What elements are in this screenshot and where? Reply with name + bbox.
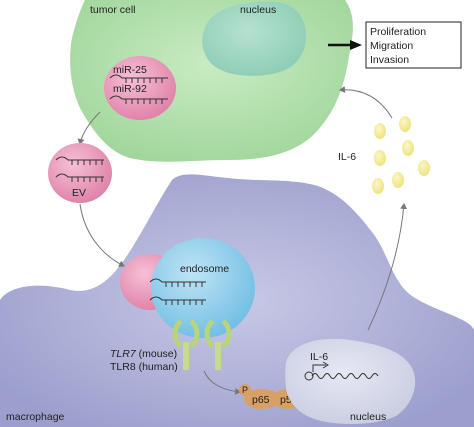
tlr7-species: (mouse)	[136, 348, 177, 360]
tlr-receptor-right	[204, 319, 232, 370]
il6-dna-loop	[304, 371, 314, 381]
ev-strand-1	[55, 156, 104, 165]
ev-strand-2	[55, 173, 104, 182]
il6-particle	[392, 172, 404, 188]
signal-curve	[203, 370, 241, 395]
outcome-arrowhead	[350, 40, 362, 50]
phospho-label: P	[242, 385, 248, 395]
endosome-strand-2	[149, 296, 206, 305]
il6-particle	[399, 116, 411, 132]
outcome-proliferation: Proliferation	[370, 26, 426, 38]
ev-label: EV	[72, 187, 86, 199]
arrow-il6-to-tumor	[339, 86, 393, 119]
il6-transcript	[311, 373, 379, 379]
arrow-ev-to-macrophage	[79, 203, 125, 267]
endosome-label: endosome	[180, 263, 229, 275]
macrophage-label: macrophage	[6, 411, 65, 423]
tlr7-label: TLR7 (mouse)	[110, 348, 177, 360]
tumor-cell-label: tumor cell	[90, 4, 136, 16]
p65-label: p65	[252, 394, 270, 406]
outcome-box: Proliferation Migration Invasion	[365, 21, 462, 69]
arrow-nucleus-to-il6	[367, 203, 408, 331]
endosome	[151, 238, 255, 338]
il6-particle	[418, 160, 430, 176]
mirna-vesicle-tumor: miR-25 miR-92	[104, 56, 176, 120]
macrophage-nucleus-label: nucleus	[350, 411, 386, 423]
il6-particle	[372, 178, 384, 194]
mir92-label: miR-92	[113, 83, 147, 95]
il6-promoter-arrow	[312, 364, 326, 372]
endosome-strand-1	[149, 278, 206, 287]
tlr-receptor-left	[172, 319, 200, 370]
il6-secreted-label: IL-6	[338, 151, 356, 163]
il6-gene-label: IL-6	[310, 351, 328, 363]
extracellular-vesicle: EV	[48, 143, 112, 203]
mir25-strand	[109, 74, 168, 83]
il6-particle	[374, 123, 386, 139]
arrow-tumor-to-ev	[77, 111, 101, 145]
mir25-label: miR-25	[113, 64, 147, 76]
il6-particles	[372, 116, 430, 194]
mir92-strand	[109, 95, 168, 104]
tumor-nucleus-label: nucleus	[240, 4, 276, 16]
macrophage-nucleus	[285, 338, 416, 424]
outcome-invasion: Invasion	[370, 54, 409, 66]
tumor-nucleus	[202, 1, 306, 76]
il6-particle	[402, 140, 414, 156]
tlr7-name: TLR7	[110, 348, 137, 360]
il6-particle	[374, 150, 386, 166]
outcome-migration: Migration	[370, 40, 413, 52]
tlr8-label: TLR8 (human)	[110, 361, 178, 373]
